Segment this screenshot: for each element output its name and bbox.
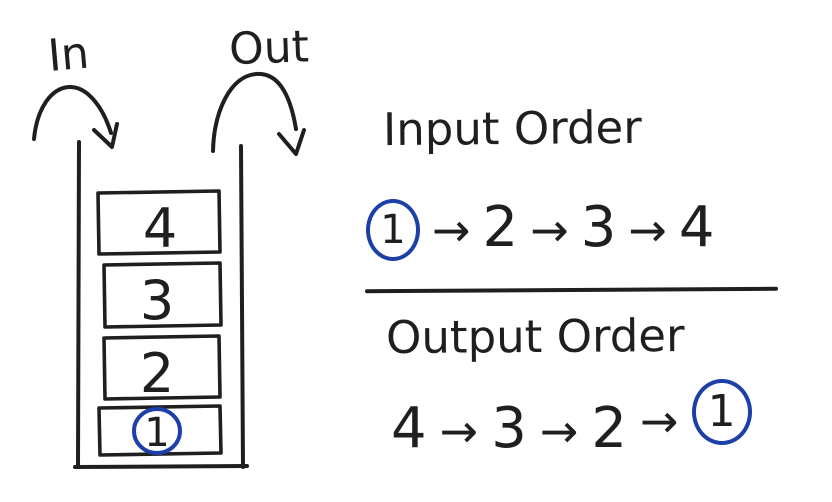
input-order-sequence: 1 → 2 → 3 → 4	[366, 198, 715, 262]
in-label: In	[46, 28, 91, 82]
stack-box: 4	[96, 189, 222, 260]
stack-box: 1	[97, 404, 223, 457]
sequence-item: 2	[482, 195, 519, 260]
arrow-icon: →	[432, 203, 471, 257]
sequence-item: 3	[491, 396, 527, 461]
arrow-icon: →	[530, 203, 569, 257]
sequence-item: 3	[580, 195, 617, 260]
stack-diagram: In Out 4 3	[32, 21, 310, 469]
input-order-title: Input Order	[382, 100, 642, 157]
stack-container	[73, 140, 249, 469]
arrow-icon: →	[628, 203, 667, 257]
out-arrow-icon	[211, 71, 306, 156]
sequence-item: 4	[391, 396, 427, 461]
circled-highlight-ring	[132, 407, 182, 455]
arrow-icon: →	[439, 404, 479, 458]
arrow-icon: →	[539, 404, 579, 458]
in-arrow-icon	[32, 85, 119, 149]
stack-box-value: 2	[140, 342, 174, 405]
output-order-title: Output Order	[385, 308, 685, 365]
stack-box-value: 1	[144, 410, 169, 456]
stack-box: 2	[102, 334, 222, 405]
stack-box: 3	[102, 261, 223, 332]
stack-box-value: 4	[143, 197, 177, 260]
divider-line	[364, 286, 779, 294]
circled-number: 1	[691, 379, 752, 445]
sequence-item: 2	[591, 396, 628, 461]
circled-number: 1	[366, 199, 420, 261]
out-label: Out	[228, 21, 310, 75]
stack-box-value: 3	[140, 269, 174, 332]
arrow-icon: →	[640, 394, 679, 448]
output-order-sequence: 4 → 3 → 2 → 1	[391, 379, 752, 464]
sequence-item: 4	[678, 195, 715, 260]
